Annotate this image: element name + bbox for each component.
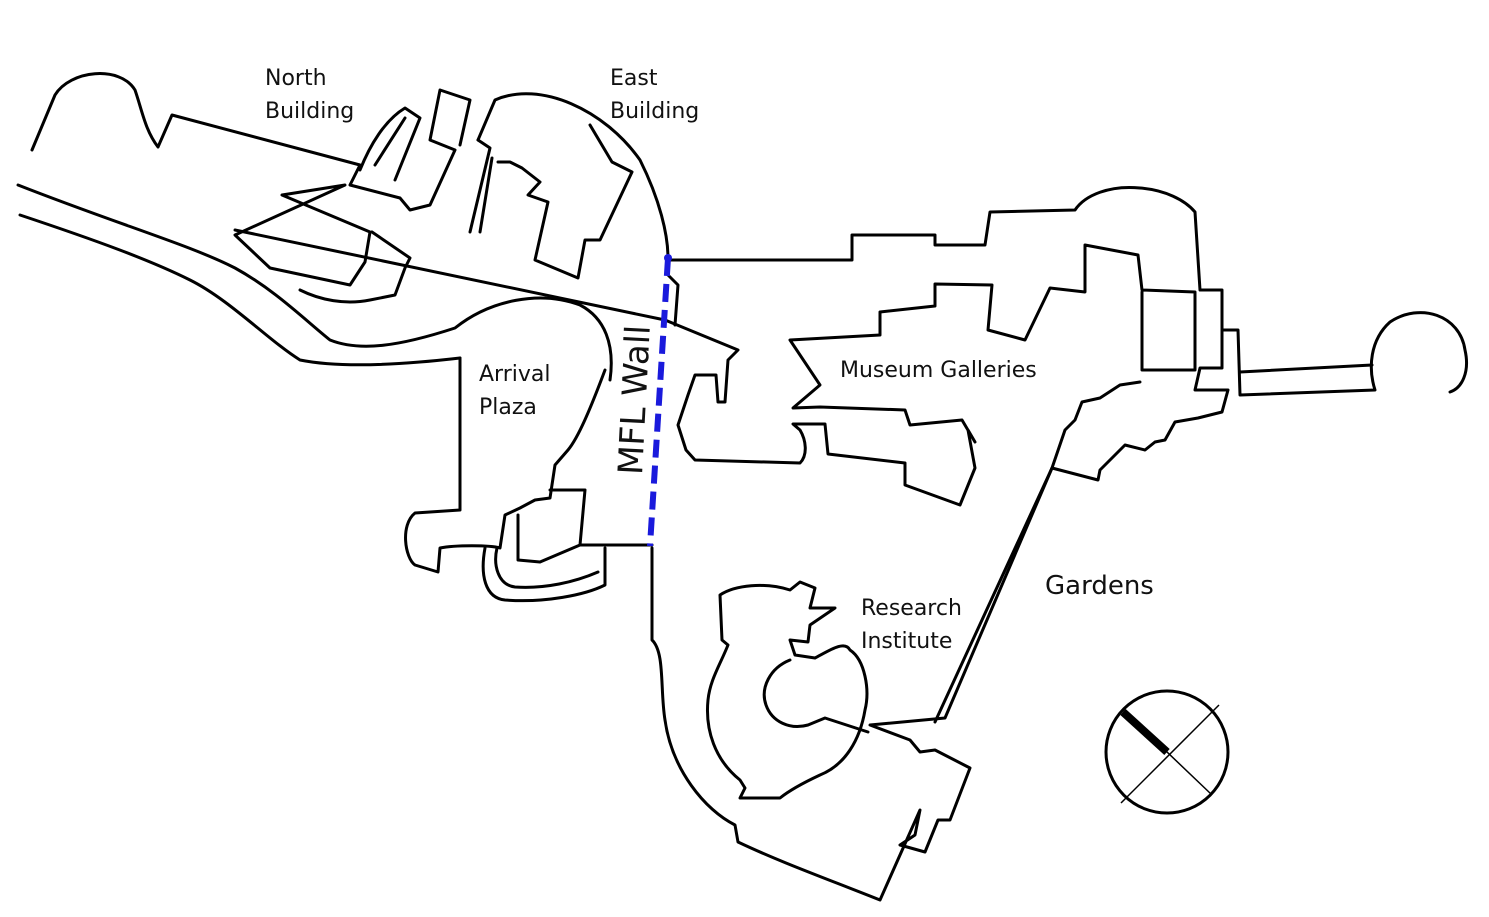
arrival-plaza-label: Arrival Plaza — [479, 358, 550, 424]
north-arrow-icon — [1104, 689, 1230, 815]
research-institute-label: Research Institute — [861, 592, 962, 658]
gardens-label: Gardens — [1045, 571, 1154, 601]
north-building-label: North Building — [265, 62, 354, 128]
north-building-outline — [30, 72, 472, 212]
access-road-inner — [18, 213, 462, 367]
north-building-annex — [233, 183, 372, 287]
mfl-wall-label: MFL Wall — [611, 324, 659, 476]
research-institute-courtyard — [762, 658, 870, 734]
arrival-plaza-label-line2: Plaza — [479, 395, 537, 420]
gardens-boundary — [933, 466, 1054, 724]
east-road-edge — [233, 228, 1197, 507]
museum-galleries-outline — [666, 185, 1230, 482]
research-institute-outline — [650, 466, 1054, 902]
mfl-wall-line — [647, 257, 671, 547]
research-institute-label-line2: Institute — [861, 629, 953, 654]
east-building-label-line1: East — [610, 66, 658, 91]
east-building-blocks — [468, 123, 634, 280]
museum-galleries-label: Museum Galleries — [840, 358, 1037, 383]
east-building-label: East Building — [610, 62, 699, 128]
east-building-outline — [476, 92, 680, 327]
research-institute-inner — [705, 580, 869, 800]
east-pavilion — [1220, 311, 1468, 397]
research-institute-label-line1: Research — [861, 596, 962, 621]
north-building-label-line2: Building — [265, 99, 355, 124]
mfl-wall-endpoint — [664, 254, 672, 262]
access-road-outer — [16, 183, 613, 382]
arrival-plaza-drop-off — [481, 488, 607, 603]
north-building-label-line1: North — [265, 66, 327, 91]
east-building-label-line2: Building — [610, 99, 700, 124]
arrival-plaza-label-line1: Arrival — [479, 362, 551, 387]
arrival-plaza-outline — [404, 356, 607, 574]
north-building-core — [298, 106, 422, 304]
